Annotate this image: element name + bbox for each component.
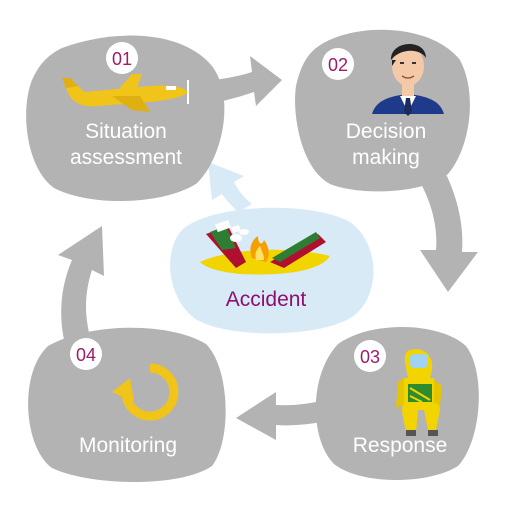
svg-text:04: 04 — [76, 345, 96, 365]
step-label-response: Response — [353, 434, 448, 457]
svg-text:01: 01 — [112, 49, 132, 69]
center-label-accident: Accident — [226, 288, 307, 311]
step-badge-01: 01 — [106, 42, 138, 74]
step-label-decision-line2: making — [352, 146, 420, 169]
arrow-decision-to-response — [420, 170, 478, 292]
sinking-ship-icon — [200, 219, 330, 275]
arrow-monitoring-to-situation — [58, 226, 104, 348]
step-label-situation-line1: Situation — [85, 120, 167, 143]
step-label-monitoring: Monitoring — [79, 434, 177, 457]
airplane-icon — [62, 74, 189, 112]
step-label-decision-line1: Decision — [346, 120, 427, 143]
cycle-arrow-icon — [112, 363, 179, 421]
node-blob-situation-assessment — [26, 35, 225, 202]
svg-text:03: 03 — [360, 347, 380, 367]
arrow-response-to-monitoring — [236, 392, 332, 440]
step-badge-03: 03 — [354, 340, 386, 372]
arrow-accident-to-situation — [208, 162, 252, 212]
svg-text:02: 02 — [328, 55, 348, 75]
step-badge-02: 02 — [322, 48, 354, 80]
step-badge-04: 04 — [70, 338, 102, 370]
step-label-situation-line2: assessment — [70, 146, 182, 169]
businessman-icon — [372, 43, 444, 116]
hazmat-suit-icon — [396, 349, 442, 436]
